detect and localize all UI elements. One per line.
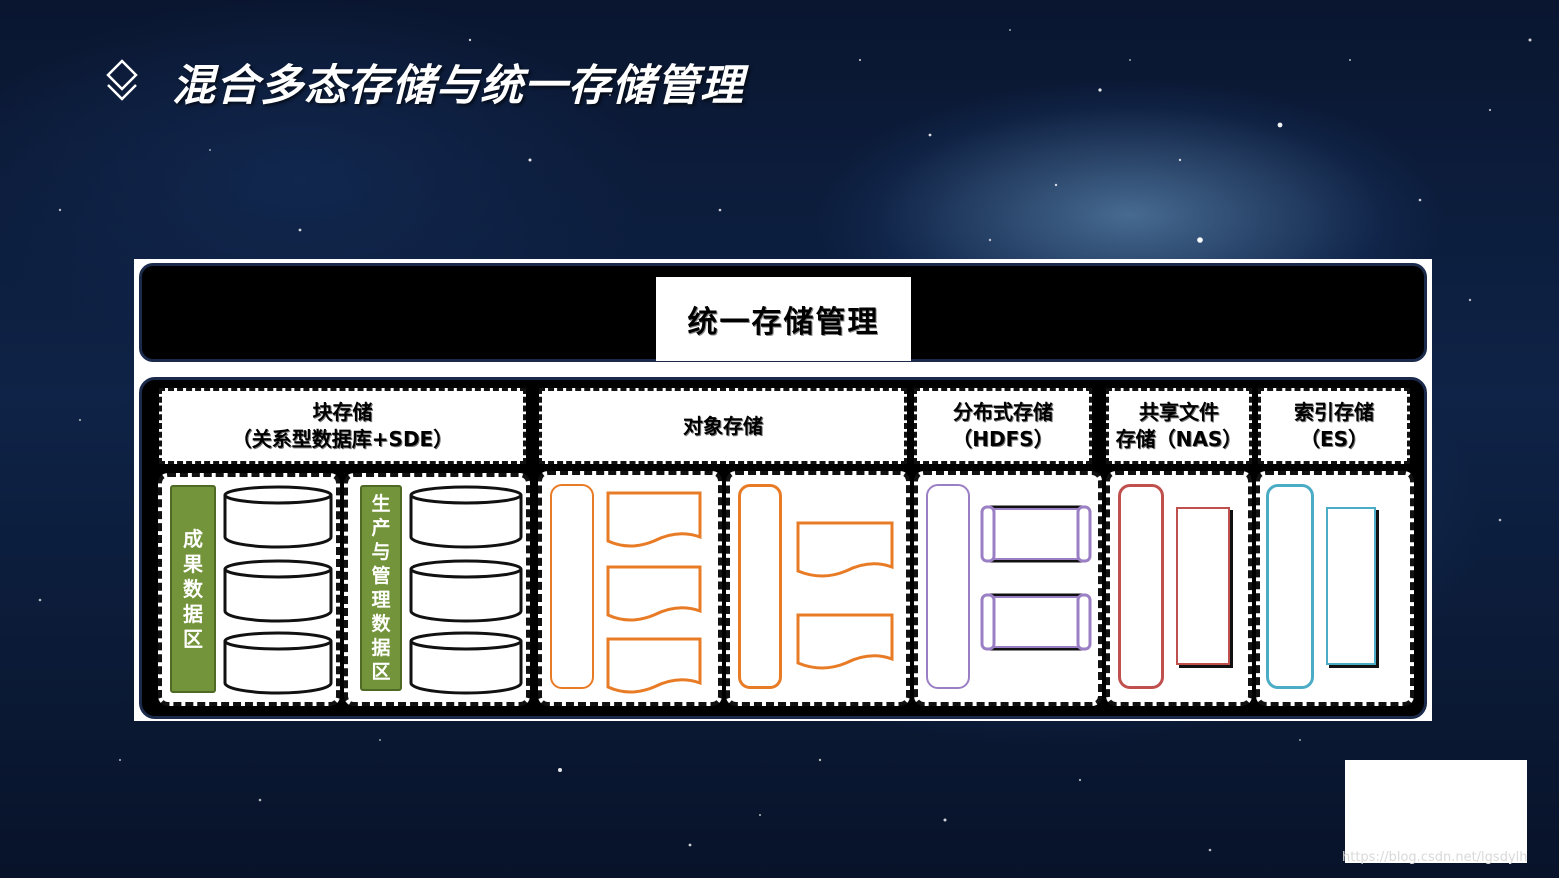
es-index-bar	[1266, 484, 1314, 689]
nas-share-bar	[1118, 484, 1164, 689]
document-icon	[606, 491, 702, 548]
production-zone-char: 管	[371, 565, 391, 587]
watermark-box	[1345, 760, 1527, 863]
production-zone-char: 产	[371, 517, 391, 539]
header-index-storage-line1: 索引存储	[1294, 400, 1374, 424]
header-index-storage: 索引存储 （ES）	[1258, 388, 1410, 464]
watermark-text: https://blog.csdn.net/lgsdylh	[1342, 850, 1528, 865]
header-distributed-storage-line2: （HDFS）	[952, 427, 1054, 451]
header-nas-storage-line1: 共享文件	[1139, 400, 1219, 424]
results-zone-char: 数	[183, 576, 203, 601]
storage-architecture-diagram: 统一存储管理 块存储 （关系型数据库+SDE） 对象存储 分布式存储 （HDFS…	[134, 259, 1432, 721]
diamond-layers-icon	[106, 59, 138, 101]
header-block-storage-line1: 块存储	[312, 400, 373, 424]
document-icon	[796, 613, 894, 670]
header-index-storage-line2: （ES）	[1299, 427, 1369, 451]
database-cylinder-icon	[409, 559, 523, 623]
results-zone-char: 成	[183, 526, 203, 551]
database-cylinder-icon	[223, 559, 333, 623]
database-cylinder-icon	[409, 631, 523, 695]
scroll-icon	[980, 593, 1092, 651]
database-cylinder-icon	[409, 485, 523, 549]
production-zone-char: 与	[371, 541, 391, 563]
nas-file-box	[1176, 507, 1230, 665]
production-data-zone: 生 产 与 管 理 数 据 区	[360, 485, 402, 691]
header-distributed-storage-line1: 分布式存储	[953, 400, 1053, 424]
hdfs-cluster-bar	[926, 484, 970, 689]
document-icon	[606, 565, 702, 622]
header-nas-storage-line2: 存储（NAS）	[1115, 427, 1243, 451]
unified-management-label: 统一存储管理	[656, 277, 911, 361]
document-icon	[796, 521, 894, 578]
es-index-box	[1326, 507, 1376, 665]
header-block-storage: 块存储 （关系型数据库+SDE）	[159, 388, 526, 464]
header-nas-storage: 共享文件 存储（NAS）	[1106, 388, 1252, 464]
document-icon	[606, 637, 702, 694]
scroll-icon	[980, 505, 1092, 563]
results-data-zone: 成 果 数 据 区	[170, 485, 216, 693]
header-object-storage: 对象存储	[539, 388, 907, 464]
object-bucket-bar	[738, 484, 782, 689]
production-zone-char: 理	[371, 589, 391, 611]
production-zone-char: 据	[371, 637, 391, 659]
slide-title-row: 混合多态存储与统一存储管理	[104, 55, 744, 111]
production-zone-char: 数	[371, 613, 391, 635]
database-cylinder-icon	[223, 631, 333, 695]
object-bucket-bar	[550, 484, 594, 689]
production-zone-char: 区	[371, 661, 391, 683]
results-zone-char: 果	[183, 551, 203, 576]
results-zone-char: 据	[183, 601, 203, 626]
database-cylinder-icon	[223, 485, 333, 549]
header-block-storage-line2: （关系型数据库+SDE）	[231, 427, 454, 451]
header-object-storage-line1: 对象存储	[683, 413, 763, 438]
results-zone-char: 区	[183, 626, 203, 651]
header-distributed-storage: 分布式存储 （HDFS）	[914, 388, 1092, 464]
slide-title: 混合多态存储与统一存储管理	[172, 61, 744, 111]
production-zone-char: 生	[371, 493, 391, 515]
